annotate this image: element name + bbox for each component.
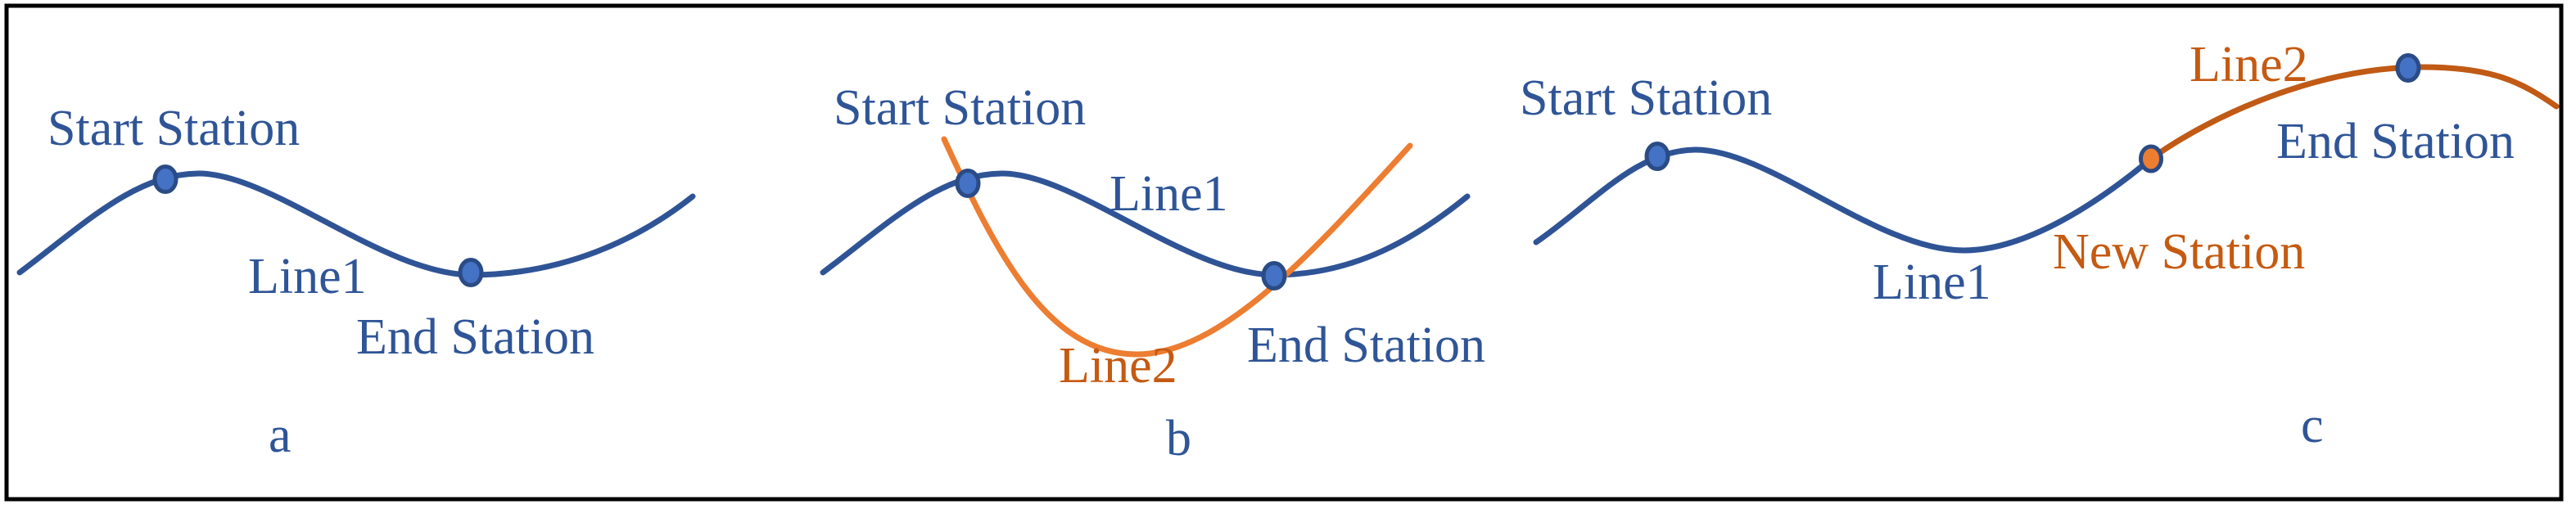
start-station-dot-b (955, 169, 981, 198)
line1-curve-a (16, 170, 696, 278)
panel-letter-c: c (2301, 398, 2324, 453)
panel-letter-b: b (1166, 411, 1191, 466)
panel-a: Start Station Line1 End Station a (16, 101, 696, 463)
start-station-dot-a (152, 164, 179, 194)
end-station-dot-c (2395, 53, 2421, 83)
end-station-dot-a (458, 258, 484, 287)
line1-curve-c (1533, 146, 2154, 254)
figure-border (4, 3, 2564, 502)
start-station-label-a: Start Station (47, 101, 300, 156)
end-station-label-c: End Station (2276, 114, 2515, 169)
end-station-dot-b (1261, 261, 1287, 291)
panel-b: Start Station Line1 Line2 End Station b (820, 80, 1485, 466)
panel-c: Start Station Line1 New Station Line2 En… (1520, 37, 2560, 453)
end-station-label-a: End Station (356, 309, 594, 365)
line2-label-b: Line2 (1059, 338, 1177, 394)
line1-label-a: Line1 (248, 249, 367, 304)
line2-curve-b (941, 136, 1413, 358)
end-station-label-b: End Station (1247, 318, 1485, 373)
start-station-label-b: Start Station (834, 80, 1086, 136)
line1-curve-b (820, 170, 1471, 278)
line2-label-c: Line2 (2190, 37, 2308, 92)
new-station-label-c: New Station (2053, 224, 2305, 280)
start-station-dot-c (1644, 142, 1670, 171)
start-station-label-c: Start Station (1520, 70, 1772, 126)
new-station-dot-c (2139, 144, 2163, 173)
line1-label-b: Line1 (1109, 166, 1228, 222)
line1-label-c: Line1 (1873, 254, 1991, 310)
panel-letter-a: a (269, 408, 291, 463)
